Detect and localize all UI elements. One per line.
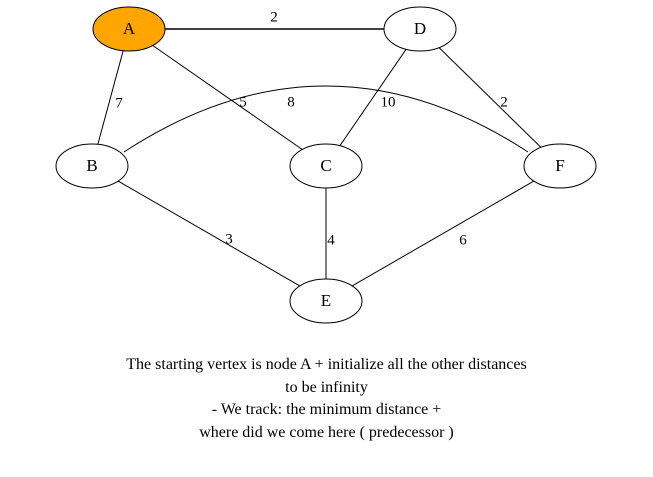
edge-weight-b-e: 3: [225, 231, 233, 247]
edge-weight-a-b: 7: [115, 95, 123, 111]
node-d: D: [383, 6, 457, 52]
edge-a-c: [152, 45, 303, 150]
caption-line: The starting vertex is node A + initiali…: [126, 356, 527, 373]
edge-d-c: [339, 49, 407, 146]
edge-weight-d-c: 10: [381, 94, 396, 110]
node-label: A: [123, 19, 136, 38]
caption-line: to be infinity: [285, 378, 368, 396]
node-label: D: [414, 19, 426, 38]
node-shape: [92, 6, 166, 52]
caption-line: - We track: the minimum distance +: [211, 401, 442, 418]
edge-d-f: [438, 47, 542, 148]
caption: The starting vertex is node A + initiali…: [0, 354, 653, 444]
edge-weight-b-f: 8: [287, 94, 295, 110]
node-label: B: [86, 156, 97, 175]
edge-weight-d-f: 2: [500, 94, 508, 110]
edge-weight-a-c: 5: [239, 94, 247, 110]
edge-weight-c-e: 4: [327, 232, 335, 248]
node-shape: [289, 278, 363, 324]
edge-b-f: [123, 85, 529, 153]
node-b: B: [55, 143, 129, 189]
node-label: F: [555, 156, 564, 175]
edge-f-e: [351, 180, 535, 287]
edge-b-e: [117, 180, 301, 287]
graph-diagram: A B C D E F 2 7 5 8 10 2 3 4 6: [55, 6, 597, 324]
node-shape: [55, 143, 129, 189]
node-e: E: [289, 278, 363, 324]
node-label: E: [321, 291, 331, 310]
edge-weight-a-d: 2: [270, 9, 278, 25]
node-shape: [383, 6, 457, 52]
edge-a-b: [97, 50, 124, 145]
node-shape: [523, 143, 597, 189]
edge-weight-f-e: 6: [459, 232, 467, 248]
node-label: C: [320, 156, 331, 175]
node-c: C: [289, 143, 363, 189]
node-shape: [289, 143, 363, 189]
node-f: F: [523, 143, 597, 189]
caption-line: where did we come here ( predecessor ): [199, 423, 454, 441]
node-a: A: [92, 6, 166, 52]
